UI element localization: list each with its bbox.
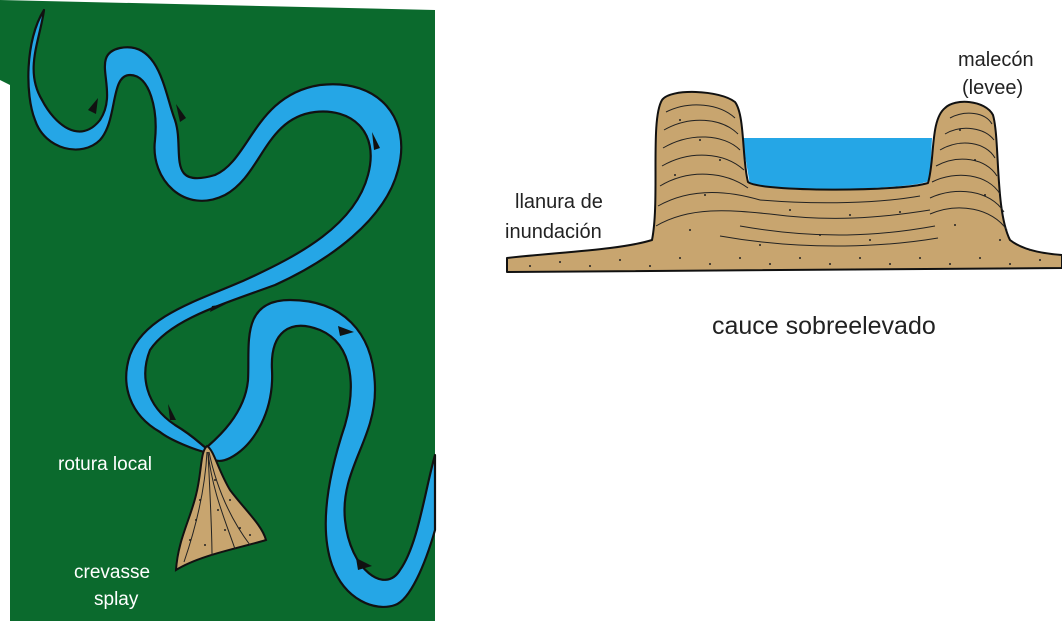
malecon-label-line1: malecón (958, 49, 1034, 71)
crevasse-label-line2: splay (94, 589, 139, 610)
llanura-label-line2: inundación (505, 221, 602, 243)
plan-view-map: rotura local crevasse splay (0, 0, 435, 621)
crevasse-label-line1: crevasse (74, 562, 150, 583)
llanura-label-line1: llanura de (515, 191, 603, 213)
malecon-label-line2: (levee) (962, 77, 1023, 99)
section-caption: cauce sobreelevado (712, 312, 936, 340)
channel-water (742, 138, 932, 189)
rotura-label: rotura local (58, 454, 152, 475)
cross-section: llanura de inundación malecón (levee) ca… (505, 49, 1062, 340)
